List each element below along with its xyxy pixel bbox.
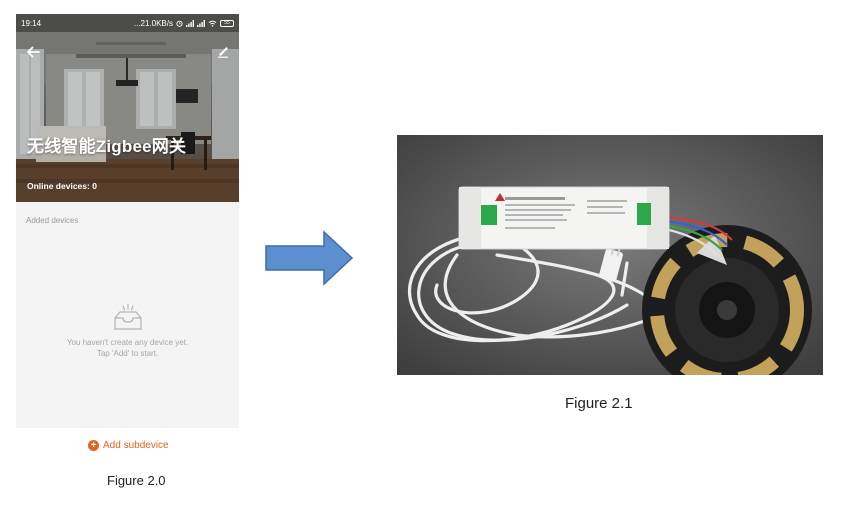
online-devices-count: Online devices: 0 bbox=[27, 181, 97, 191]
status-time: 19:14 bbox=[21, 18, 42, 28]
edit-pencil-icon[interactable] bbox=[216, 44, 230, 58]
empty-state-line-1: You haven't create any device yet. bbox=[66, 338, 189, 347]
hub-title: 无线智能Zigbee网关 bbox=[27, 137, 187, 156]
phone-screenshot: 19:14 ...21.0KB/s 55 无线智能Zigbee网关 Online… bbox=[16, 14, 239, 428]
plus-circle-icon: + bbox=[88, 440, 99, 451]
battery-icon: 55 bbox=[220, 19, 234, 27]
status-indicators: ...21.0KB/s 55 bbox=[134, 19, 234, 28]
living-room-background bbox=[16, 14, 239, 202]
signal-icon bbox=[186, 19, 194, 27]
led-driver-and-strip-image bbox=[397, 135, 823, 375]
led-driver-photo bbox=[397, 135, 823, 375]
hub-banner: 19:14 ...21.0KB/s 55 无线智能Zigbee网关 Online… bbox=[16, 14, 239, 202]
alarm-icon bbox=[176, 20, 183, 27]
status-bar: 19:14 ...21.0KB/s 55 bbox=[16, 14, 239, 32]
signal-icon-2 bbox=[197, 19, 205, 27]
empty-state-line-2: Tap 'Add' to start. bbox=[96, 349, 159, 358]
figure-caption-left: Figure 2.0 bbox=[107, 473, 166, 488]
back-arrow-icon[interactable] bbox=[25, 44, 41, 60]
added-devices-label: Added devices bbox=[26, 216, 79, 225]
empty-state-message: You haven't create any device yet. Tap '… bbox=[16, 337, 239, 359]
right-arrow-icon bbox=[265, 230, 354, 286]
network-speed: ...21.0KB/s bbox=[133, 18, 173, 28]
add-subdevice-label: Add subdevice bbox=[103, 440, 169, 451]
empty-inbox-icon bbox=[114, 304, 142, 330]
wifi-icon bbox=[208, 20, 217, 27]
figure-caption-right: Figure 2.1 bbox=[565, 395, 633, 412]
add-subdevice-button[interactable]: + Add subdevice bbox=[88, 440, 169, 451]
